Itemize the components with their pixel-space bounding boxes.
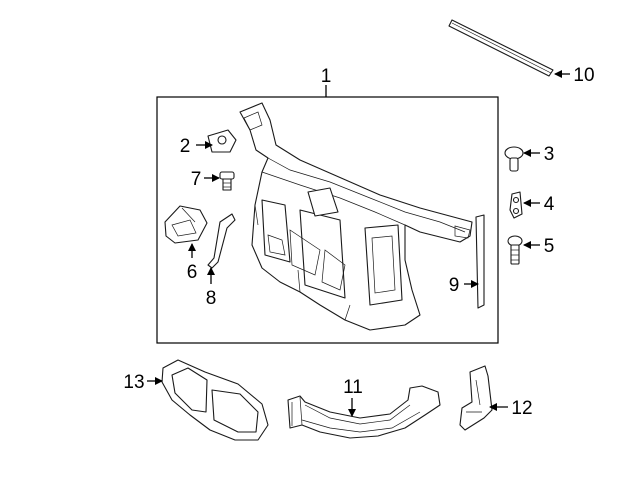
callout-8: 8 xyxy=(206,288,217,309)
bracket-plate-part-4 xyxy=(509,191,523,219)
flange-bolt-part-5 xyxy=(507,235,523,265)
grille-frame-part-13 xyxy=(161,359,269,441)
callout-11: 11 xyxy=(343,377,363,398)
bolt-part-7 xyxy=(219,171,235,191)
clip-nut-part-2 xyxy=(207,129,237,153)
callout-5: 5 xyxy=(544,236,555,257)
seal-strip-part-9 xyxy=(475,214,485,309)
callout-4: 4 xyxy=(544,194,555,215)
rod-part-8 xyxy=(207,213,236,269)
callout-12: 12 xyxy=(511,398,532,419)
callout-10: 10 xyxy=(573,65,594,86)
callout-2: 2 xyxy=(180,136,191,157)
callout-1: 1 xyxy=(321,66,332,87)
assembly-box xyxy=(156,96,499,344)
push-pin-part-3 xyxy=(504,146,524,172)
callout-7: 7 xyxy=(191,169,202,190)
deflector-part-12 xyxy=(459,365,493,431)
lower-support-part-11 xyxy=(287,385,441,439)
radiator-support-part-1 xyxy=(239,102,473,331)
bracket-part-6 xyxy=(164,205,208,244)
callout-9: 9 xyxy=(449,275,460,296)
callout-6: 6 xyxy=(187,262,198,283)
callout-3: 3 xyxy=(544,144,555,165)
callout-13: 13 xyxy=(123,372,144,393)
weatherstrip-part-10 xyxy=(448,19,554,77)
